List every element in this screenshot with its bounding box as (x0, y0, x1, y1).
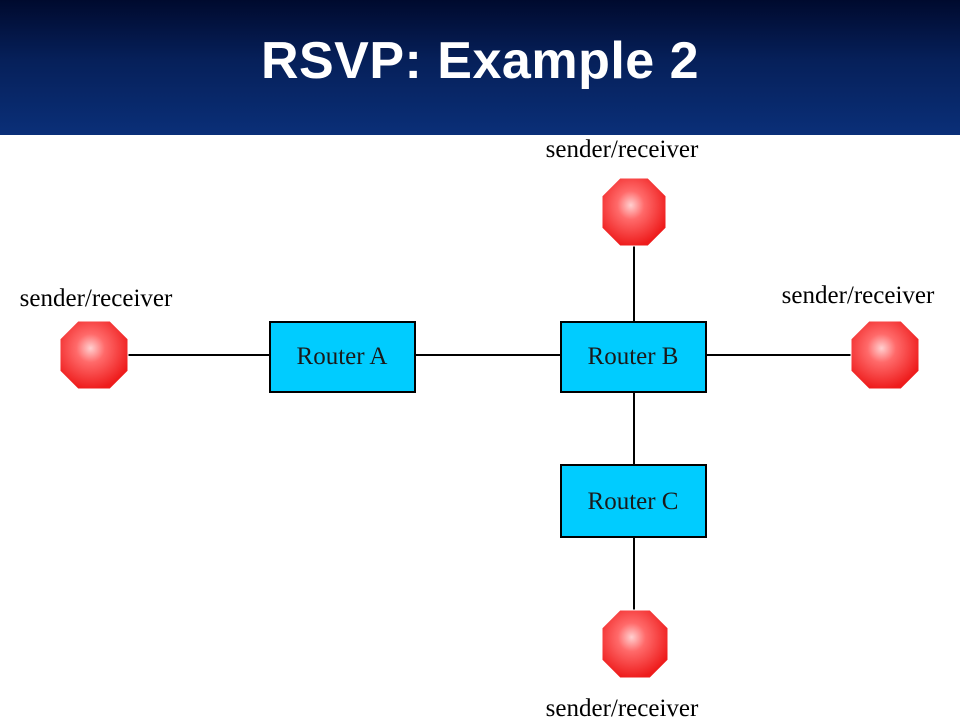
router-b-label: Router B (588, 343, 679, 370)
host-bottom-node (601, 609, 669, 679)
host-right: sender/receiver (782, 282, 935, 390)
host-left-label: sender/receiver (20, 285, 173, 312)
host-top-node (601, 177, 667, 247)
host-bottom: sender/receiver (546, 609, 699, 720)
title-bar: RSVP: Example 2 (0, 0, 960, 135)
host-right-label: sender/receiver (782, 282, 935, 309)
router-a: Router A (269, 321, 416, 393)
host-bottom-label: sender/receiver (546, 695, 699, 720)
host-left: sender/receiver (20, 285, 173, 390)
router-c: Router C (560, 464, 707, 538)
router-a-label: Router A (297, 343, 388, 370)
host-top: sender/receiver (546, 136, 699, 247)
router-b: Router B (560, 321, 707, 393)
host-right-node (850, 320, 920, 390)
slide-title: RSVP: Example 2 (260, 32, 700, 90)
host-left-node (59, 320, 129, 390)
router-c-label: Router C (588, 488, 679, 515)
host-top-label: sender/receiver (546, 136, 699, 163)
